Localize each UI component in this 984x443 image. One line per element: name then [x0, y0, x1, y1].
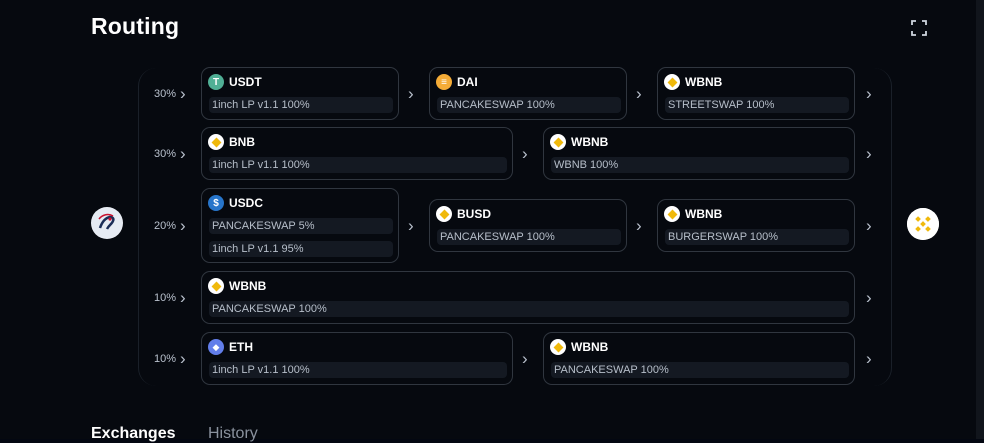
chevron-right-icon: ›: [180, 143, 186, 163]
usdt-icon: T: [208, 74, 224, 90]
bnb-icon: [664, 206, 680, 222]
chevron-right-icon: ›: [180, 83, 186, 103]
bnb-icon: [436, 206, 452, 222]
token-row: ≡ DAI: [436, 74, 478, 90]
chevron-right-icon: ›: [522, 348, 528, 368]
token-symbol: WBNB: [685, 75, 723, 89]
token-row: WBNB: [550, 134, 608, 150]
route-step-card[interactable]: ◆ ETH 1inch LP v1.1 100%: [201, 332, 513, 385]
token-row: ◆ ETH: [208, 339, 253, 355]
token-row: T USDT: [208, 74, 262, 90]
route-step-card[interactable]: BNB 1inch LP v1.1 100%: [201, 127, 513, 180]
pool-label: WBNB 100%: [551, 157, 849, 173]
route-step-card[interactable]: WBNB WBNB 100%: [543, 127, 855, 180]
token-row: WBNB: [208, 278, 266, 294]
token-symbol: DAI: [457, 75, 478, 89]
token-symbol: WBNB: [571, 340, 609, 354]
pool-label: STREETSWAP 100%: [665, 97, 849, 113]
route-step-card[interactable]: WBNB PANCAKESWAP 100%: [201, 271, 855, 324]
token-symbol: ETH: [229, 340, 253, 354]
bnb-icon: [664, 74, 680, 90]
eth-icon: ◆: [208, 339, 224, 355]
pool-label: 1inch LP v1.1 95%: [209, 241, 393, 257]
pool-label: 1inch LP v1.1 100%: [209, 362, 507, 378]
pool-label: BURGERSWAP 100%: [665, 229, 849, 245]
destination-bnb-icon: [907, 208, 939, 240]
chevron-right-icon: ›: [636, 215, 642, 235]
chevron-right-icon: ›: [866, 83, 872, 103]
route-step-card[interactable]: WBNB STREETSWAP 100%: [657, 67, 855, 120]
token-symbol: WBNB: [229, 279, 267, 293]
route-step-card[interactable]: BUSD PANCAKESWAP 100%: [429, 199, 627, 252]
token-symbol: WBNB: [685, 207, 723, 221]
scrollbar[interactable]: [976, 0, 984, 439]
tab-exchanges[interactable]: Exchanges: [91, 425, 176, 442]
chevron-right-icon: ›: [636, 83, 642, 103]
route-percent: 30%: [153, 87, 176, 100]
pool-label: 1inch LP v1.1 100%: [209, 97, 393, 113]
chevron-right-icon: ›: [866, 287, 872, 307]
route-percent: 10%: [153, 352, 176, 365]
token-symbol: USDT: [229, 75, 262, 89]
route-step-card[interactable]: WBNB BURGERSWAP 100%: [657, 199, 855, 252]
token-row: $ USDC: [208, 195, 263, 211]
route-percent: 20%: [153, 219, 176, 232]
token-symbol: WBNB: [571, 135, 609, 149]
token-row: WBNB: [664, 206, 722, 222]
token-symbol: BUSD: [457, 207, 492, 221]
page-title: Routing: [91, 13, 180, 39]
expand-icon[interactable]: [911, 20, 927, 36]
chevron-right-icon: ›: [408, 83, 414, 103]
chevron-right-icon: ›: [866, 348, 872, 368]
token-row: BNB: [208, 134, 255, 150]
chevron-right-icon: ›: [408, 215, 414, 235]
chevron-right-icon: ›: [522, 143, 528, 163]
route-step-card[interactable]: T USDT 1inch LP v1.1 100%: [201, 67, 399, 120]
bnb-icon: [550, 134, 566, 150]
bnb-icon: [208, 278, 224, 294]
token-row: WBNB: [550, 339, 608, 355]
token-row: WBNB: [664, 74, 722, 90]
route-step-card[interactable]: WBNB PANCAKESWAP 100%: [543, 332, 855, 385]
source-token-icon: [91, 207, 123, 239]
route-percent: 10%: [153, 291, 176, 304]
bnb-icon: [208, 134, 224, 150]
token-symbol: USDC: [229, 196, 264, 210]
chevron-right-icon: ›: [180, 215, 186, 235]
bnb-icon: [550, 339, 566, 355]
pool-label: PANCAKESWAP 100%: [437, 229, 621, 245]
pool-label: PANCAKESWAP 5%: [209, 218, 393, 234]
pool-label: 1inch LP v1.1 100%: [209, 157, 507, 173]
chevron-right-icon: ›: [866, 215, 872, 235]
chevron-right-icon: ›: [180, 287, 186, 307]
token-symbol: BNB: [229, 135, 255, 149]
pool-label: PANCAKESWAP 100%: [551, 362, 849, 378]
usdc-icon: $: [208, 195, 224, 211]
chevron-right-icon: ›: [866, 143, 872, 163]
route-step-card[interactable]: ≡ DAI PANCAKESWAP 100%: [429, 67, 627, 120]
route-diagram: [138, 68, 892, 386]
pool-label: PANCAKESWAP 100%: [437, 97, 621, 113]
route-percent: 30%: [153, 147, 176, 160]
dai-icon: ≡: [436, 74, 452, 90]
tab-history[interactable]: History: [208, 425, 258, 442]
token-row: BUSD: [436, 206, 491, 222]
chevron-right-icon: ›: [180, 348, 186, 368]
route-step-card[interactable]: $ USDC PANCAKESWAP 5% 1inch LP v1.1 95%: [201, 188, 399, 263]
pool-label: PANCAKESWAP 100%: [209, 301, 849, 317]
